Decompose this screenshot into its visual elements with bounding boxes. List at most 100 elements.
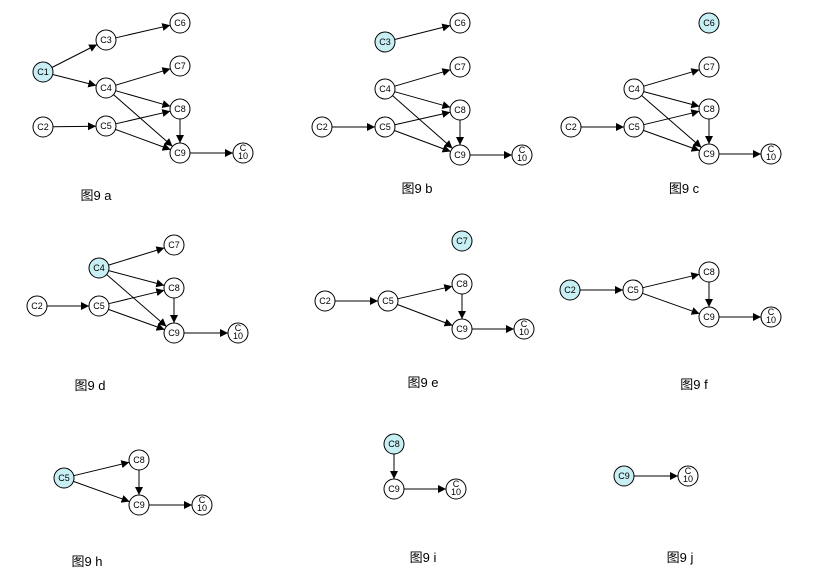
node-circle xyxy=(88,295,110,317)
node: C5 xyxy=(374,116,396,138)
node-circle xyxy=(383,478,405,500)
node-circle xyxy=(445,478,467,500)
node-label: C5 xyxy=(100,121,112,131)
node-circle xyxy=(449,12,471,34)
node: C4 xyxy=(374,78,396,100)
node: C10 xyxy=(191,494,213,516)
node: C2 xyxy=(32,116,54,138)
node-circle-highlighted xyxy=(451,230,473,252)
node-circle xyxy=(128,449,150,471)
node-circle-highlighted xyxy=(383,433,405,455)
edge-arrow xyxy=(394,110,451,126)
node-circle-highlighted xyxy=(559,279,581,301)
node-label: C2 xyxy=(37,122,49,132)
node: C10 xyxy=(513,318,535,340)
node: C8 xyxy=(449,99,471,121)
node-label: C9 xyxy=(454,150,466,160)
node-circle-highlighted xyxy=(613,465,635,487)
node: C5 xyxy=(377,290,399,312)
edge-arrow xyxy=(643,68,700,87)
node-circle xyxy=(169,55,191,77)
edge-arrow xyxy=(73,480,130,503)
diagram-caption: 图9 b xyxy=(401,181,432,196)
node-label: 10 xyxy=(683,474,693,484)
node: C10 xyxy=(760,306,782,328)
node: C8 xyxy=(128,449,150,471)
node-label: 10 xyxy=(766,315,776,325)
node-circle xyxy=(513,318,535,340)
node-circle xyxy=(95,77,117,99)
node: C5 xyxy=(95,115,117,137)
node-circle xyxy=(449,144,471,166)
node-label: C8 xyxy=(703,104,715,114)
edge-arrow xyxy=(108,270,165,288)
node: C9 xyxy=(449,144,471,166)
diagram-caption: 图9 e xyxy=(407,375,438,390)
node-circle xyxy=(32,116,54,138)
node-circle xyxy=(311,116,333,138)
node: C3 xyxy=(95,29,117,51)
node: C10 xyxy=(677,465,699,487)
node: C9 xyxy=(383,478,405,500)
diagram-caption: 图9 a xyxy=(80,188,112,203)
node-circle xyxy=(95,115,117,137)
edge-arrow xyxy=(115,67,171,86)
node-circle xyxy=(163,277,185,299)
node: C10 xyxy=(445,478,467,500)
node: C4 xyxy=(623,78,645,100)
node: C7 xyxy=(451,230,473,252)
node-label: C2 xyxy=(31,301,43,311)
node-label: C4 xyxy=(628,84,640,94)
node-label: 10 xyxy=(766,152,776,162)
node-label: 10 xyxy=(197,503,207,513)
edge-arrow xyxy=(643,109,700,126)
node-circle xyxy=(314,290,336,312)
node-circle-highlighted xyxy=(698,12,720,34)
node-circle xyxy=(169,98,191,120)
node: C10 xyxy=(227,322,249,344)
node: C2 xyxy=(314,290,336,312)
edge-arrow xyxy=(108,246,165,266)
diagram-caption: 图9 d xyxy=(74,378,105,393)
node-label: C xyxy=(768,144,775,154)
node-circle xyxy=(760,306,782,328)
node-circle xyxy=(374,78,396,100)
diagram-caption: 图9 h xyxy=(71,554,102,569)
node-circle xyxy=(191,494,213,516)
node-label: 10 xyxy=(238,151,248,161)
node: C8 xyxy=(163,277,185,299)
node: C9 xyxy=(613,465,635,487)
node-label: 10 xyxy=(233,331,243,341)
node: C2 xyxy=(559,279,581,301)
edge-arrow xyxy=(52,74,97,88)
node-label: 10 xyxy=(451,487,461,497)
edge-arrow xyxy=(394,130,451,153)
node-label: C xyxy=(519,145,526,155)
node: C4 xyxy=(95,77,117,99)
node-circle xyxy=(95,29,117,51)
edge-arrow xyxy=(115,128,171,151)
node-label: C9 xyxy=(174,148,186,158)
edge-arrow xyxy=(108,308,165,331)
node-circle xyxy=(451,318,473,340)
node: C6 xyxy=(698,12,720,34)
node-circle xyxy=(511,144,533,166)
node-label: C6 xyxy=(703,18,715,28)
node: C5 xyxy=(622,279,644,301)
node: C7 xyxy=(698,56,720,78)
node-label: C8 xyxy=(174,104,186,114)
node: C2 xyxy=(560,116,582,138)
node: C10 xyxy=(511,144,533,166)
node: C5 xyxy=(623,116,645,138)
node: C5 xyxy=(88,295,110,317)
node: C10 xyxy=(232,142,254,164)
node-label: C9 xyxy=(133,500,145,510)
node: C9 xyxy=(698,143,720,165)
edge-arrow xyxy=(115,90,171,108)
node-label: C7 xyxy=(168,240,180,250)
node: C6 xyxy=(169,12,191,34)
